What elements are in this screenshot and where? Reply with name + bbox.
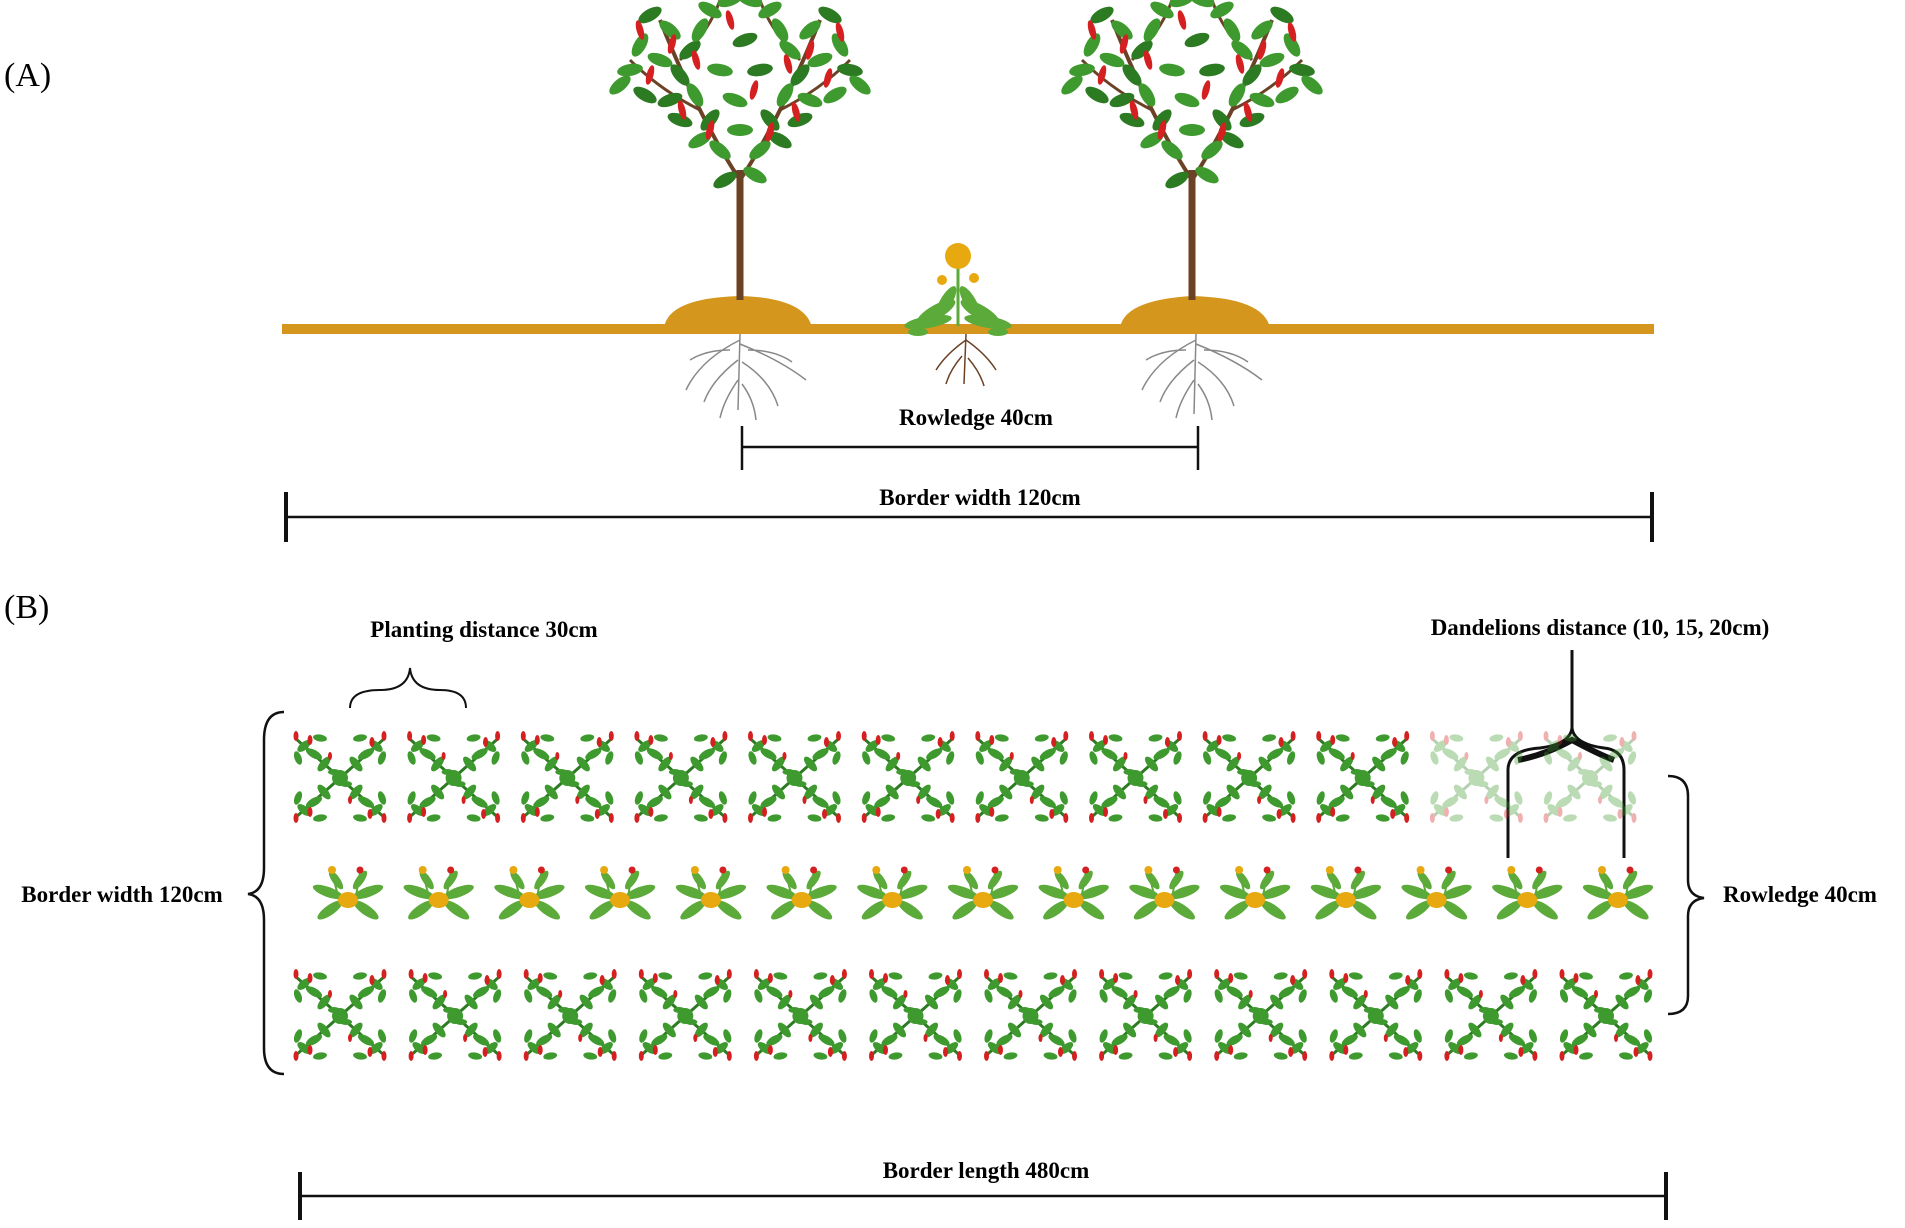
dandelion-13 [1398, 865, 1475, 924]
soil-surface [282, 296, 1654, 334]
pepper-top-11 [1427, 729, 1526, 825]
dandelion-3 [491, 865, 568, 924]
dandelion-14 [1489, 865, 1566, 924]
panel-b-border-width-label: Border width 120cm [21, 882, 222, 907]
panel-b-label: (B) [4, 589, 49, 626]
pepper-bottom-2 [405, 967, 505, 1063]
panel-b-rowledge-label: Rowledge 40cm [1723, 882, 1877, 907]
panel-a-border-width-dimension [284, 492, 1654, 542]
pepper-bottom-5 [751, 967, 850, 1063]
dandelion-1 [310, 865, 386, 924]
pepper-row-bottom [290, 967, 1656, 1063]
pepper-bottom-3 [521, 967, 620, 1063]
pepper-plant-right [1061, 0, 1323, 300]
pepper-bottom-8 [1096, 967, 1195, 1063]
soil-mound-right [1120, 296, 1270, 328]
dandelion-7 [854, 865, 931, 924]
pepper-row-top [290, 729, 1640, 825]
pepper-top-8 [1086, 729, 1185, 825]
dandelion-distance-label: Dandelions distance (10, 15, 20cm) [1431, 615, 1770, 640]
dandelion-15 [1580, 865, 1656, 924]
dandelion-side-view [904, 243, 1012, 336]
border-length-dimension [298, 1172, 1668, 1220]
pepper-bottom-10 [1326, 967, 1425, 1063]
border-width-brace [247, 710, 285, 1076]
soil-mound-left [664, 296, 812, 328]
pepper-top-3 [518, 729, 617, 825]
pepper-top-7 [972, 729, 1071, 825]
rowledge-brace [1667, 774, 1705, 1016]
pepper-top-5 [745, 729, 844, 825]
pepper-top-10 [1313, 729, 1412, 825]
panel-a-label: (A) [4, 57, 51, 94]
pepper-top-6 [859, 729, 958, 825]
pepper-top-9 [1199, 729, 1299, 825]
dandelion-5 [673, 865, 749, 924]
dandelion-10 [1126, 865, 1203, 924]
pepper-bottom-6 [866, 967, 965, 1063]
dandelion-roots [935, 333, 997, 387]
panel-a-rowledge-dimension [740, 426, 1200, 470]
pepper-bottom-7 [981, 967, 1080, 1063]
dandelion-2 [400, 865, 477, 924]
panel-a-rowledge-label: Rowledge 40cm [899, 405, 1053, 430]
dandelion-row-middle [310, 865, 1656, 924]
panel-a-border-width-label: Border width 120cm [879, 485, 1080, 510]
dandelion-9 [1035, 865, 1112, 924]
pepper-top-4 [631, 729, 731, 825]
planting-distance-brace [349, 667, 467, 709]
pepper-bottom-4 [636, 967, 735, 1063]
pepper-roots-right [1141, 333, 1263, 421]
planting-distance-label: Planting distance 30cm [370, 617, 597, 642]
pepper-roots-left [685, 333, 807, 421]
dandelion-4 [582, 865, 658, 924]
pepper-bottom-1 [290, 967, 390, 1063]
dandelion-8 [945, 865, 1021, 924]
pepper-bottom-9 [1211, 967, 1310, 1063]
dandelion-12 [1308, 865, 1384, 924]
pepper-top-1 [290, 729, 390, 825]
dandelion-6 [763, 865, 840, 924]
pepper-bottom-12 [1556, 967, 1656, 1063]
pepper-bottom-11 [1441, 967, 1541, 1063]
pepper-top-2 [404, 729, 503, 825]
border-length-label: Border length 480cm [883, 1158, 1090, 1183]
dandelion-11 [1217, 865, 1293, 924]
pepper-plant-left [609, 0, 871, 300]
